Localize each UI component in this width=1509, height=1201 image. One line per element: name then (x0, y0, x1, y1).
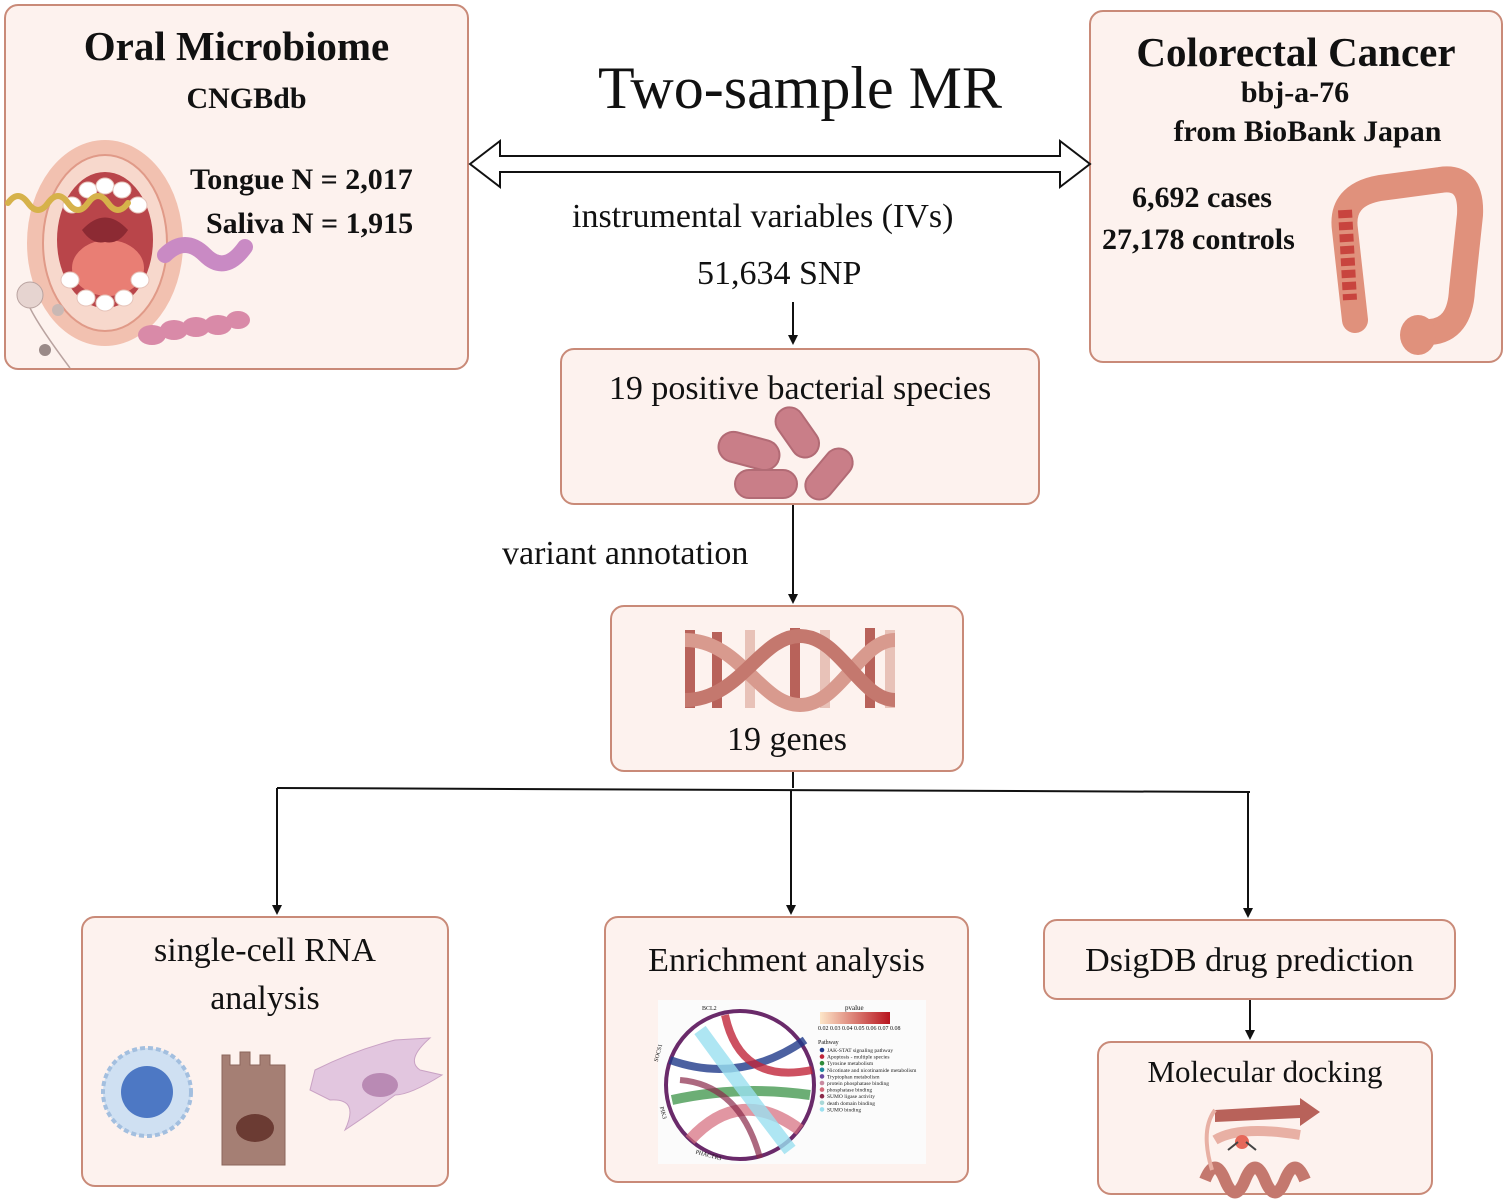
variant-annotation-label: variant annotation (502, 535, 749, 572)
scrna-label-line2: analysis (210, 980, 320, 1017)
dna-icon (684, 628, 896, 713)
gene-label-bcl2: BCL2 (702, 1006, 717, 1012)
bacteria-illustration (717, 406, 854, 501)
species-label: 19 positive bacterial species (608, 370, 992, 407)
fibroblast-cell-icon (309, 1037, 444, 1132)
pvalue-legend-title: pvalue (845, 1004, 864, 1012)
cocci-icon (16, 281, 71, 369)
pathway-legend-label: Tyrosine metabolism (827, 1061, 874, 1067)
dsigdb-label: DsigDB drug prediction (1085, 942, 1414, 979)
pathway-legend-label: protein phosphatase binding (827, 1081, 889, 1087)
spirillum-icon (5, 193, 131, 213)
protein-illustration (1199, 1098, 1320, 1199)
pathway-legend-header: Pathway (818, 1040, 839, 1046)
chord-diagram (658, 1000, 926, 1164)
pathway-legend-label: Nicotinate and nicotinamide metabolism (827, 1068, 917, 1074)
pathway-legend-label: JAK-STAT signaling pathway (827, 1048, 893, 1054)
pathway-legend-label: Tryptophan metabolism (827, 1074, 880, 1080)
pathway-legend-label: death domain binding (827, 1101, 875, 1107)
pathway-legend-label: SUMO ligase activity (827, 1094, 875, 1100)
dsigdb-box (1043, 919, 1456, 1000)
cngbdb-label: CNGBdb (186, 82, 307, 115)
iv-label: instrumental variables (IVs) (572, 198, 954, 235)
genes-label: 19 genes (727, 721, 847, 758)
epithelial-cell-icon (221, 1051, 286, 1166)
immune-cell-icon (101, 1046, 193, 1138)
biobank-source: from BioBank Japan (1173, 115, 1442, 148)
tongue-sample-size: Tongue N = 2,017 (190, 163, 413, 196)
mouth-illustration (27, 140, 183, 346)
pathway-legend-label: phosphatase binding (827, 1088, 872, 1094)
saliva-sample-size: Saliva N = 1,915 (206, 207, 414, 240)
pathway-legend-swatch (819, 1093, 825, 1099)
pathway-legend-swatch (819, 1060, 825, 1066)
snp-count: 51,634 SNP (697, 255, 862, 292)
control-count: 27,178 controls (1102, 223, 1295, 256)
pathway-legend-swatch (819, 1054, 825, 1059)
pathway-legend-swatch (819, 1067, 825, 1073)
gwas-id: bbj-a-76 (1240, 76, 1350, 109)
pathway-legend-swatch (819, 1047, 825, 1053)
pathway-legend-swatch (819, 1080, 825, 1086)
pathway-legend-swatch (819, 1087, 825, 1092)
main-title: Two-sample MR (597, 55, 1003, 121)
docking-label: Molecular docking (1147, 1054, 1383, 1089)
pvalue-legend-ticks: 0.02 0.03 0.04 0.05 0.06 0.07 0.08 (818, 1026, 901, 1032)
pathway-legend-label: SUMO binding (827, 1107, 861, 1113)
colorectal-cancer-title: Colorectal Cancer (1136, 29, 1456, 75)
branch-line (276, 787, 1251, 793)
pathway-legend-label: Apoptosis - multiple species (827, 1055, 889, 1061)
oral-microbiome-title: Oral Microbiome (83, 23, 390, 69)
pathway-legend-swatch (819, 1107, 825, 1112)
case-count: 6,692 cases (1132, 181, 1272, 214)
enrichment-label: Enrichment analysis (648, 942, 925, 979)
pathway-legend-swatch (819, 1074, 825, 1079)
bidirectional-arrow (468, 138, 1092, 190)
cocci-chain-icon (138, 311, 250, 345)
pathway-legend-swatch (819, 1100, 825, 1106)
colon-illustration (1331, 166, 1484, 345)
bacillus-chain-icon (157, 237, 253, 272)
scrna-label-line1: single-cell RNA (154, 932, 376, 969)
